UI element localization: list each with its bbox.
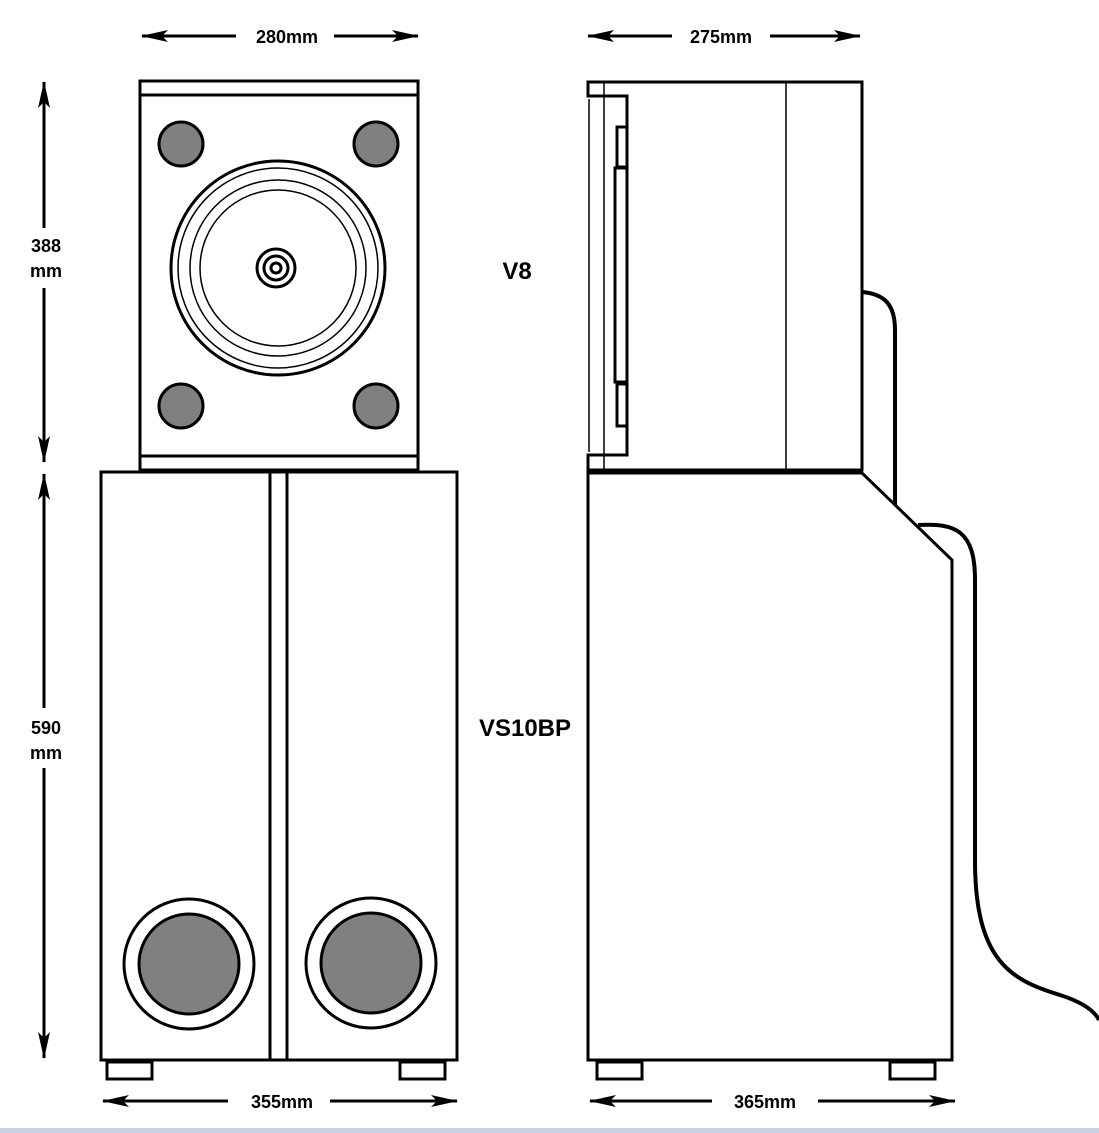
dim-label-v8-width: 280mm <box>256 27 318 47</box>
model-label-vs10bp: VS10BP <box>479 715 571 742</box>
vs10bp-woofer-right <box>304 896 438 1030</box>
mounting-bolt <box>352 120 400 168</box>
model-label-v8: V8 <box>502 258 531 285</box>
v8-driver <box>169 159 387 377</box>
dim-label-vs10bp-height-value: 590 <box>31 718 61 738</box>
v8-side-view <box>586 80 864 474</box>
mounting-bolt <box>352 382 400 430</box>
foot <box>888 1060 937 1081</box>
v8-cable <box>861 290 897 505</box>
dim-label-v8-height-unit: mm <box>30 261 62 281</box>
bottom-border-strip <box>0 1128 1099 1133</box>
foot <box>398 1060 447 1081</box>
dim-label-vs10bp-height-unit: mm <box>30 743 62 763</box>
foot <box>595 1060 644 1081</box>
vs10bp-side-view <box>586 471 954 1081</box>
vs10bp-front-view <box>99 470 459 1081</box>
foot <box>105 1060 154 1081</box>
v8-front-view <box>138 79 420 472</box>
dim-label-v8-height-value: 388 <box>31 236 61 256</box>
dim-label-vs10bp-width: 355mm <box>251 1092 313 1112</box>
vs10bp-woofer-left <box>122 897 256 1031</box>
mounting-bolt <box>157 382 205 430</box>
dim-label-v8-depth: 275mm <box>690 27 752 47</box>
mounting-bolt <box>157 120 205 168</box>
dim-label-vs10bp-depth: 365mm <box>734 1092 796 1112</box>
vs10bp-cable <box>917 522 1099 1021</box>
